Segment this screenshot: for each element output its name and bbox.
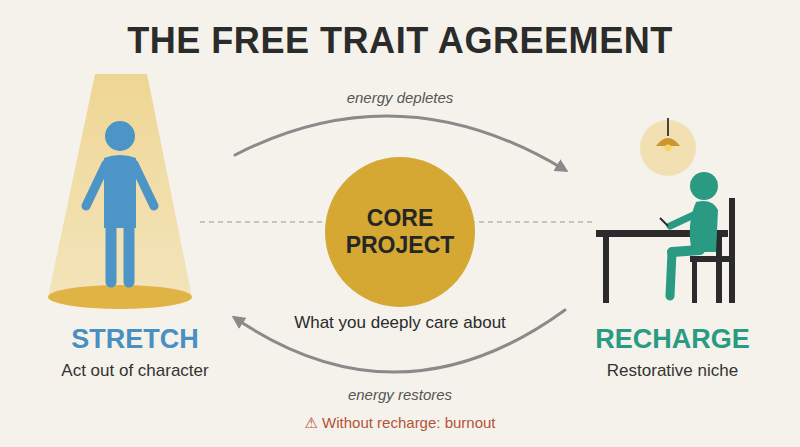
circle-caption: What you deeply care about (280, 312, 520, 334)
circle-heading: CORE PROJECT (340, 205, 460, 259)
stretch-node: STRETCH Act out of character (35, 70, 235, 385)
stretch-figure (86, 121, 154, 282)
edge-label: energy depletes (344, 89, 457, 106)
pen (660, 218, 668, 226)
edge-label: energy restores (345, 386, 455, 403)
node-subtitle: Act out of character (61, 359, 208, 383)
spotlight (48, 74, 192, 297)
node-subtitle: Restorative niche (607, 359, 738, 383)
recharge-figure (670, 172, 718, 296)
node-heading: STRETCH (71, 323, 199, 355)
core-circle: CORE PROJECTWhat you deeply care about (325, 157, 475, 307)
warning-text: ⚠ Without recharge: burnout (304, 414, 495, 431)
lamp (656, 118, 680, 152)
diagram-title: THE FREE TRAIT AGREEMENT (0, 20, 800, 62)
spotlight-floor (48, 285, 192, 309)
recharge-node: RECHARGE Restorative niche (565, 120, 780, 385)
node-heading: RECHARGE (595, 323, 750, 355)
energy-arrow (235, 310, 565, 372)
warning-note: ⚠ Without recharge: burnout (0, 414, 800, 432)
